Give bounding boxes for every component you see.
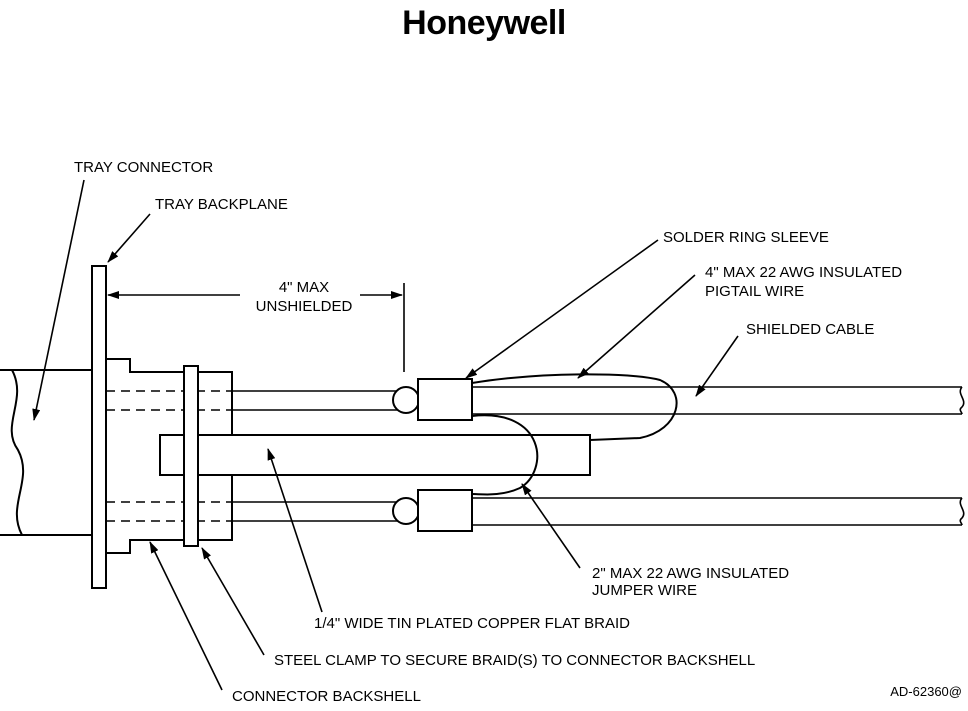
tray-backplane: [92, 266, 106, 588]
tray-connector-body: [0, 370, 92, 535]
leader-jumper-wire: [522, 484, 580, 568]
label-tray-backplane: TRAY BACKPLANE: [155, 196, 288, 213]
label-max-unshielded-1: 4" MAX: [279, 279, 329, 296]
label-pigtail-2: PIGTAIL WIRE: [705, 283, 804, 300]
pigtail-wire: [472, 374, 677, 440]
label-max-unshielded-2: UNSHIELDED: [256, 298, 353, 315]
label-drawing-number: AD-62360@: [890, 684, 962, 699]
steel-clamp: [184, 366, 198, 546]
dimension-unshielded: [108, 283, 404, 372]
leader-tray-backplane: [108, 214, 150, 262]
lower-shielded-cable: [393, 490, 964, 531]
solder-ring-sleeve-upper: [418, 379, 472, 420]
solder-ring-sleeve-lower: [418, 490, 472, 531]
label-jumper-1: 2" MAX 22 AWG INSULATED: [592, 565, 789, 582]
label-pigtail-1: 4" MAX 22 AWG INSULATED: [705, 264, 902, 281]
label-solder-ring-sleeve: SOLDER RING SLEEVE: [663, 229, 829, 246]
label-steel-clamp: STEEL CLAMP TO SECURE BRAID(S) TO CONNEC…: [274, 652, 755, 669]
label-flat-braid: 1/4" WIDE TIN PLATED COPPER FLAT BRAID: [314, 615, 630, 632]
lower-conductor: [232, 502, 400, 521]
label-connector-backshell: CONNECTOR BACKSHELL: [232, 688, 421, 705]
honeywell-logo: Honeywell: [402, 4, 566, 42]
label-shielded-cable: SHIELDED CABLE: [746, 321, 874, 338]
leader-solder-ring-sleeve: [466, 240, 658, 378]
leader-tray-connector: [34, 180, 84, 420]
upper-conductor: [232, 391, 400, 410]
label-tray-connector: TRAY CONNECTOR: [74, 159, 213, 176]
flat-braid: [160, 435, 590, 475]
label-jumper-2: JUMPER WIRE: [592, 582, 697, 599]
leader-steel-clamp: [202, 548, 264, 655]
leader-pigtail: [578, 275, 695, 378]
upper-shielded-cable: [393, 379, 964, 420]
